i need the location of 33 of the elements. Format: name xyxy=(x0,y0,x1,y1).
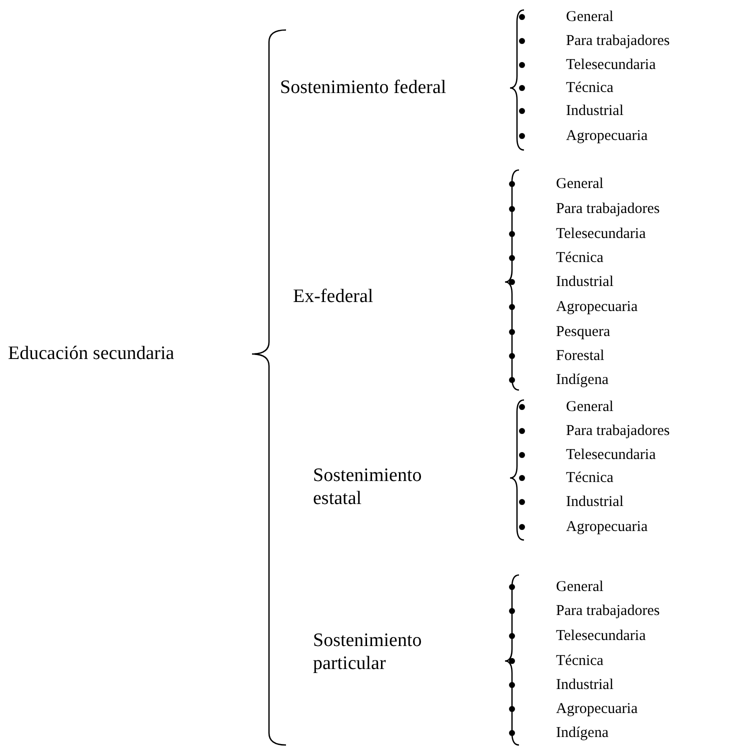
list-item: Industrial xyxy=(556,676,614,694)
list-item: Indígena xyxy=(556,371,608,389)
list-item: Industrial xyxy=(566,493,624,511)
list-item: Para trabajadores xyxy=(556,602,660,620)
list-item: Industrial xyxy=(556,273,614,291)
list-item: Telesecundaria xyxy=(556,225,646,243)
list-item: General xyxy=(556,175,604,193)
list-item: Agropecuaria xyxy=(556,298,638,316)
list-item: Técnica xyxy=(556,652,604,670)
list-item: Para trabajadores xyxy=(556,200,660,218)
list-item: Indígena xyxy=(556,724,608,742)
list-item: Agropecuaria xyxy=(566,127,648,145)
list-item: Técnica xyxy=(556,249,604,267)
list-item: Pesquera xyxy=(556,323,610,341)
category-heading: Ex-federal xyxy=(293,286,374,308)
category-heading: Sostenimiento estatal xyxy=(313,465,423,511)
list-item: Agropecuaria xyxy=(556,700,638,718)
list-item: Técnica xyxy=(566,79,614,97)
root-heading: Educación secundaria xyxy=(8,342,174,366)
list-item: Telesecundaria xyxy=(556,627,646,645)
list-item: General xyxy=(556,578,604,596)
list-item: Para trabajadores xyxy=(566,422,670,440)
list-item: General xyxy=(566,8,614,26)
category-heading: Sostenimiento particular xyxy=(313,630,423,676)
list-item: Agropecuaria xyxy=(566,518,648,536)
list-item: General xyxy=(566,398,614,416)
list-item: Industrial xyxy=(566,102,624,120)
list-item: Técnica xyxy=(566,469,614,487)
list-item: Telesecundaria xyxy=(566,446,656,464)
list-item: Telesecundaria xyxy=(566,56,656,74)
list-item: Para trabajadores xyxy=(566,32,670,50)
category-heading: Sostenimiento federal xyxy=(280,76,446,100)
list-item: Forestal xyxy=(556,347,604,365)
